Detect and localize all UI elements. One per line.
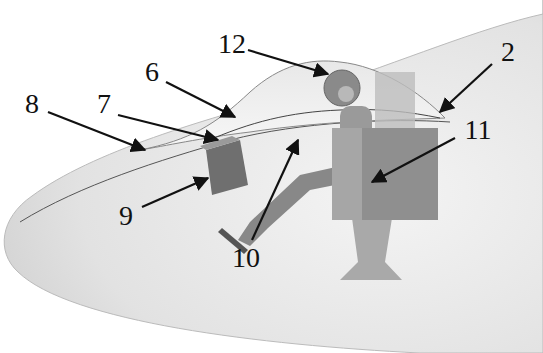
instrument-panel [206, 140, 248, 195]
leader-line [118, 115, 218, 140]
leader-lines [48, 50, 492, 240]
fuselage [4, 0, 543, 353]
callout-number: 10 [232, 244, 260, 272]
callout-number: 7 [97, 90, 111, 118]
seat-pedestal [340, 218, 402, 280]
leader-line [252, 140, 298, 240]
callout-number: 9 [119, 202, 133, 230]
nose-line [20, 121, 450, 222]
pilot-helmet [324, 70, 360, 106]
leader-line [248, 50, 328, 74]
callout-number: 12 [218, 30, 246, 58]
callout-number: 6 [145, 58, 159, 86]
callout-number: 8 [25, 90, 39, 118]
leader-line [440, 64, 492, 112]
pilot-visor [338, 86, 354, 102]
seat-side [332, 128, 362, 220]
leader-line [166, 82, 235, 117]
leader-line [142, 178, 208, 207]
callout-number: 2 [501, 38, 515, 66]
headrest [375, 72, 415, 134]
callout-number: 11 [465, 116, 492, 144]
leader-line [372, 138, 455, 182]
